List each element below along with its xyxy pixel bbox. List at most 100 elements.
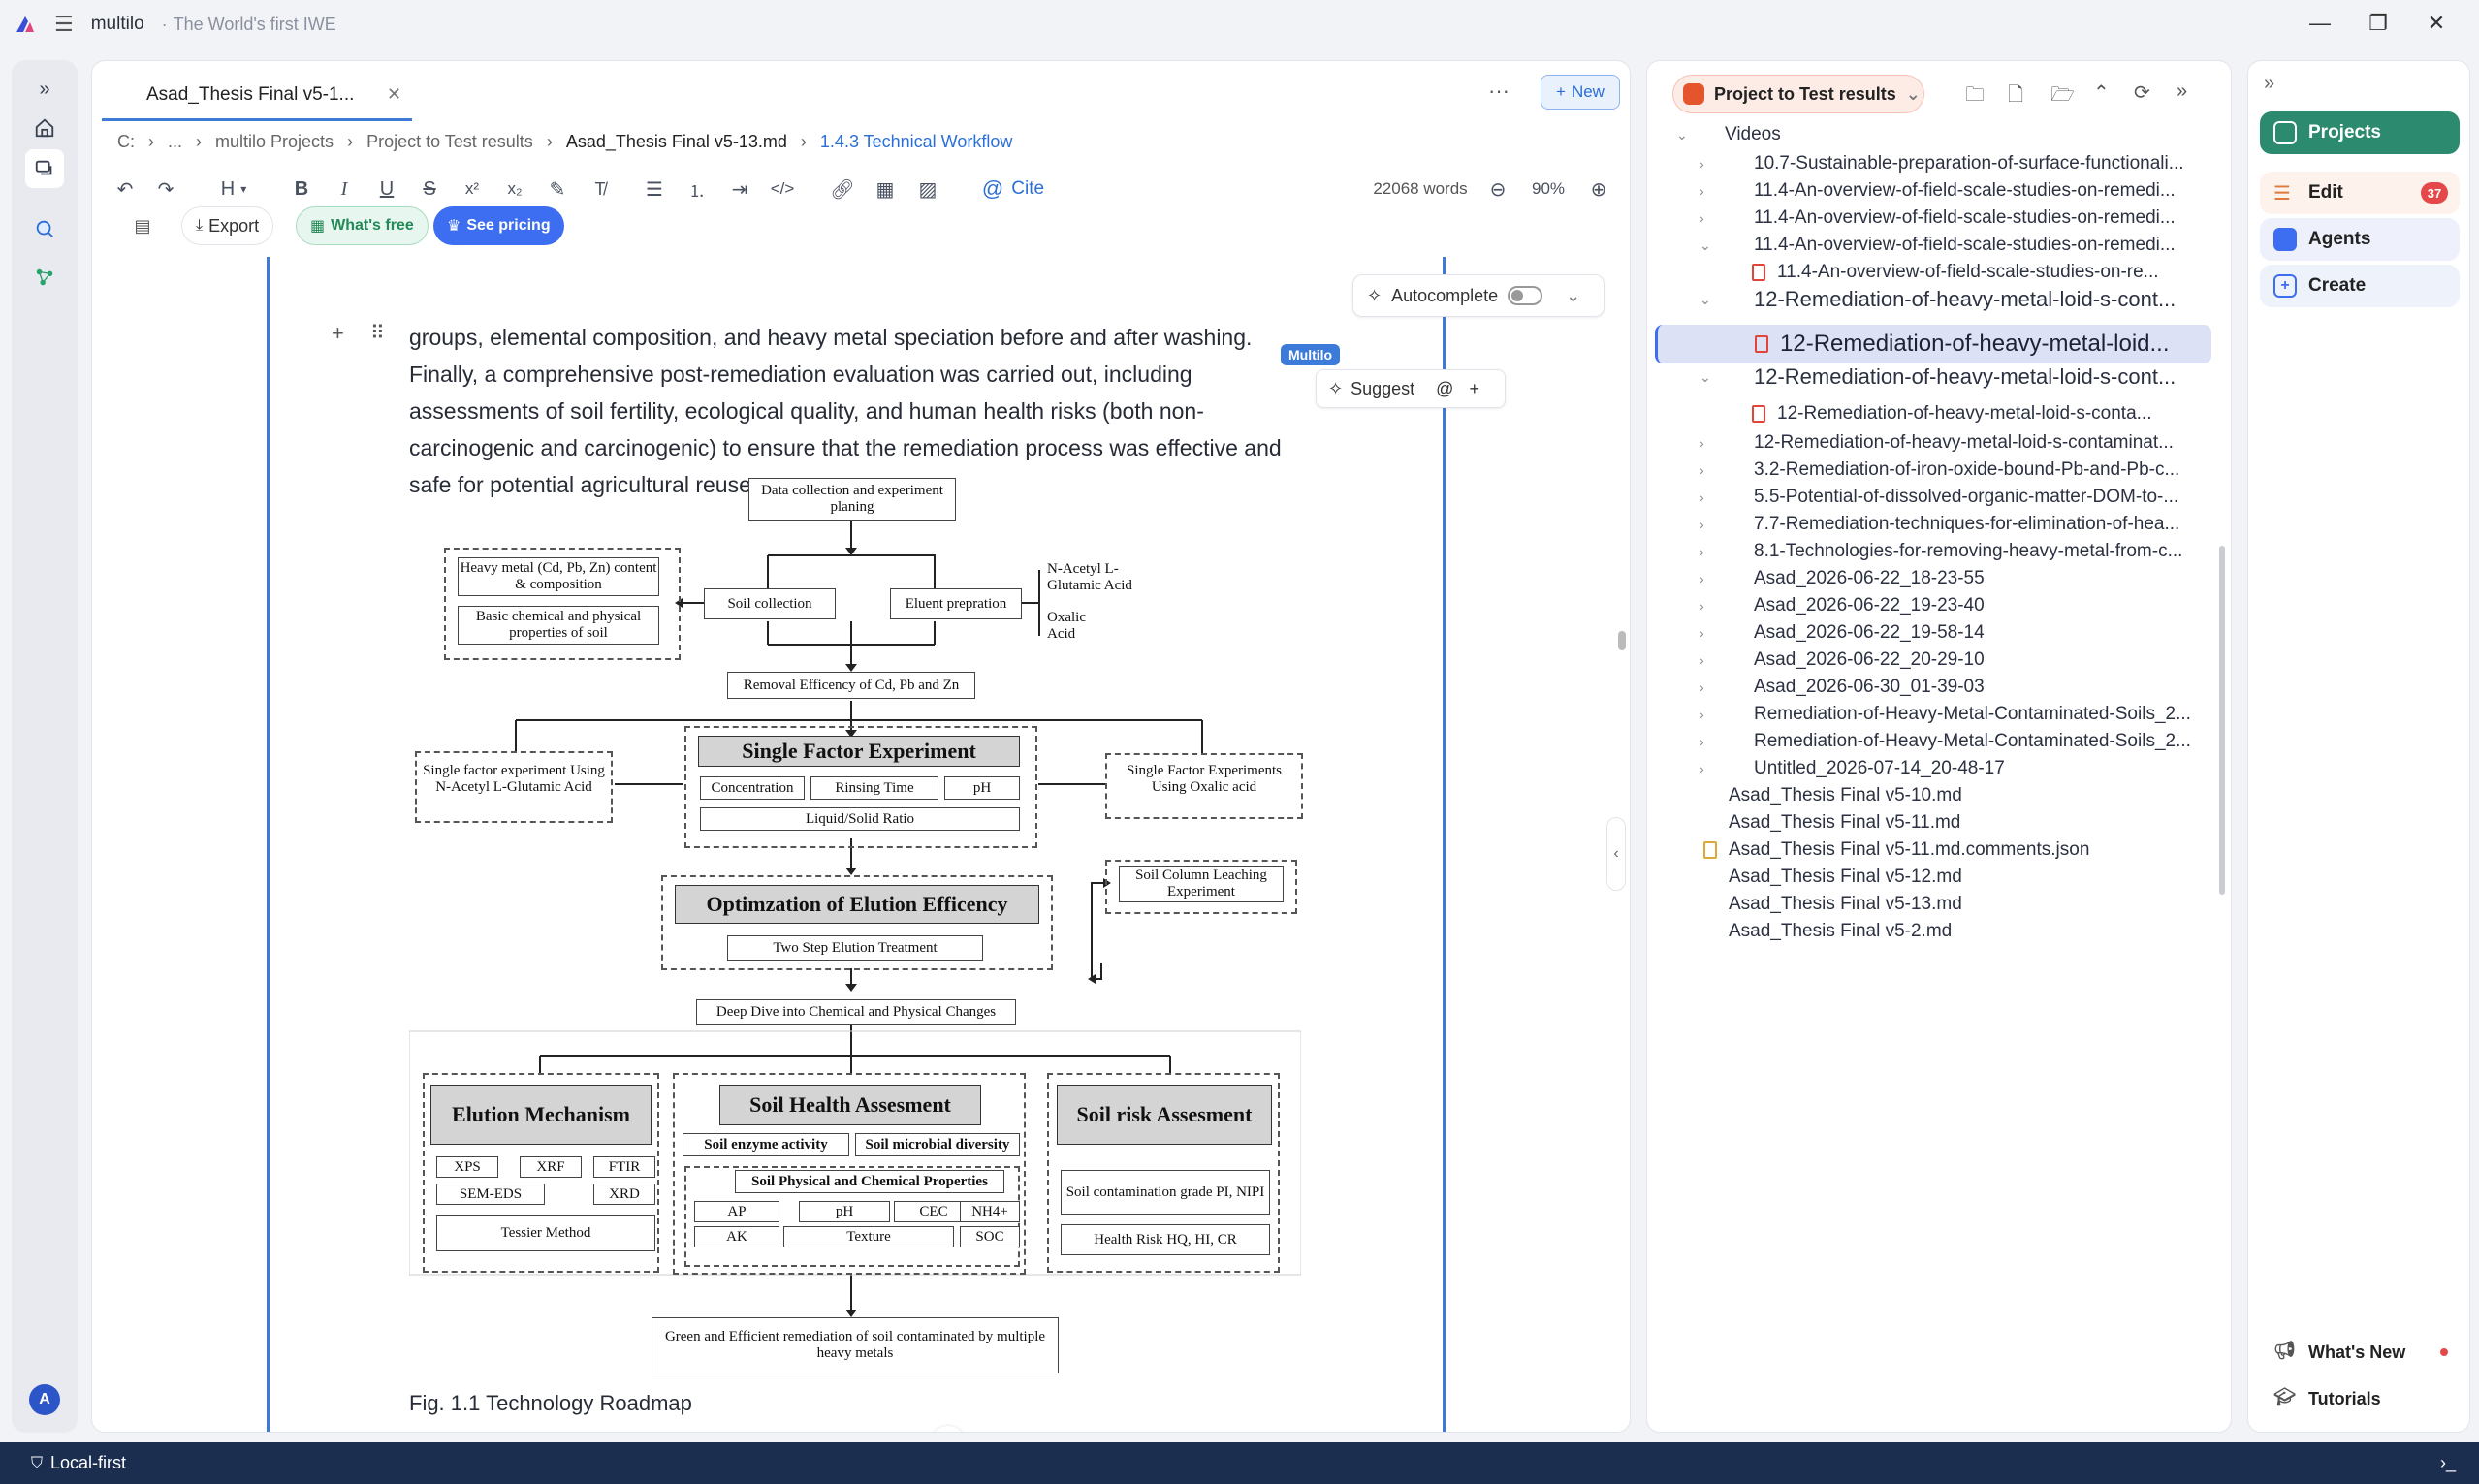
heading-dropdown[interactable]: H▾ [220, 177, 247, 200]
chevron-right-icon[interactable]: › [1700, 517, 1704, 532]
breadcrumb-item[interactable]: C: [117, 131, 135, 151]
project-selector[interactable]: Project to Test results ⌄ [1672, 75, 1924, 113]
tree-file[interactable]: Asad_Thesis Final v5-11.md [1647, 809, 2231, 837]
tree-folder[interactable]: ›8.1-Technologies-for-removing-heavy-met… [1647, 538, 2231, 565]
maximize-button[interactable]: ❐ [2368, 11, 2388, 35]
strikethrough-icon[interactable]: S [423, 177, 436, 200]
more-options-icon[interactable]: ··· [1488, 79, 1510, 103]
new-folder-icon[interactable]: 🗁 [2050, 84, 2075, 106]
mention-icon[interactable]: @ [1436, 378, 1454, 398]
expand-panel-icon[interactable]: » [2177, 80, 2188, 102]
tree-file[interactable]: Asad_Thesis Final v5-13.md [1647, 891, 2231, 918]
expand-rail-icon[interactable]: » [2264, 73, 2275, 94]
breadcrumb-item[interactable]: Asad_Thesis Final v5-13.md [565, 131, 787, 151]
expand-sidebar-icon[interactable]: » [39, 78, 50, 100]
tree-folder[interactable]: ›Remediation-of-Heavy-Metal-Contaminated… [1647, 701, 2231, 728]
close-window-button[interactable]: ✕ [2427, 11, 2446, 35]
new-button[interactable]: +New [1541, 75, 1620, 110]
tree-folder[interactable]: ›Asad_2026-06-22_18-23-55 [1647, 565, 2231, 592]
redo-icon[interactable]: ↷ [157, 178, 175, 201]
document-page[interactable]: + ⠿ groups, elemental composition, and h… [267, 257, 1446, 1432]
tree-file[interactable]: Asad_Thesis Final v5-2.md [1647, 918, 2231, 945]
projects-button[interactable]: Projects [2260, 111, 2460, 154]
tree-folder[interactable]: ›Asad_2026-06-30_01-39-03 [1647, 674, 2231, 701]
suggest-button[interactable]: Suggest [1351, 378, 1415, 398]
see-pricing-button[interactable]: ♛See pricing [433, 206, 564, 245]
tree-folder[interactable]: ›11.4-An-overview-of-field-scale-studies… [1647, 177, 2231, 205]
chevron-down-icon[interactable]: ⌄ [1700, 291, 1711, 307]
zoom-out-icon[interactable]: ⊖ [1489, 178, 1507, 201]
underline-icon[interactable]: U [379, 177, 395, 200]
tree-folder[interactable]: ›5.5-Potential-of-dissolved-organic-matt… [1647, 484, 2231, 511]
bold-icon[interactable]: B [294, 177, 309, 200]
add-icon[interactable]: + [1469, 378, 1479, 398]
breadcrumb-section[interactable]: 1.4.3 Technical Workflow [819, 131, 1013, 151]
body-paragraph[interactable]: groups, elemental composition, and heavy… [409, 325, 1282, 497]
cite-button[interactable]: @Cite [981, 176, 1045, 201]
home-icon[interactable] [25, 109, 64, 147]
tree-file-pdf[interactable]: 12-Remediation-of-heavy-metal-loid-s-con… [1647, 400, 2231, 427]
chevron-down-icon[interactable]: ⌄ [1566, 285, 1581, 305]
agents-button[interactable]: Agents [2260, 218, 2460, 261]
tree-file[interactable]: Asad_Thesis Final v5-10.md [1647, 782, 2231, 809]
tree-folder[interactable]: ⌄12-Remediation-of-heavy-metal-loid-s-co… [1647, 363, 2231, 391]
comment-icon[interactable]: ▤ [134, 215, 151, 236]
tree-folder[interactable]: ›Asad_2026-06-22_20-29-10 [1647, 647, 2231, 674]
chevron-right-icon[interactable]: › [1700, 679, 1704, 695]
chat-icon[interactable] [25, 149, 64, 188]
chevron-right-icon[interactable]: › [1700, 183, 1704, 199]
open-folder-icon[interactable]: 🗀 [1965, 84, 1985, 106]
chevron-down-icon[interactable]: ⌄ [1700, 368, 1711, 385]
export-button[interactable]: ⤓Export [181, 206, 274, 245]
tree-folder[interactable]: ›Remediation-of-Heavy-Metal-Contaminated… [1647, 728, 2231, 755]
tree-folder[interactable]: ›12-Remediation-of-heavy-metal-loid-s-co… [1647, 429, 2231, 457]
autocomplete-toggle[interactable]: ✧ Autocomplete ⌄ [1352, 274, 1605, 317]
drag-handle-icon[interactable]: ⠿ [370, 323, 385, 344]
chevron-right-icon[interactable]: › [1700, 734, 1704, 749]
edit-button[interactable]: ☰ Edit 37 [2260, 172, 2460, 214]
collapse-up-icon[interactable]: ⌃ [2093, 82, 2110, 104]
italic-icon[interactable]: I [340, 177, 348, 200]
new-file-icon[interactable]: 🗋 [2008, 84, 2024, 106]
whats-free-button[interactable]: ▦What's free [296, 206, 429, 245]
tree-folder[interactable]: ›Asad_2026-06-22_19-58-14 [1647, 619, 2231, 647]
breadcrumb-item[interactable]: Project to Test results [366, 131, 533, 151]
toggle-switch[interactable] [1508, 286, 1543, 305]
chevron-right-icon[interactable]: › [1700, 625, 1704, 641]
whats-new-button[interactable]: 📢︎ What's New [2260, 1331, 2460, 1373]
superscript-icon[interactable]: x² [464, 179, 480, 198]
highlight-icon[interactable]: ✎ [549, 178, 566, 201]
tree-file[interactable]: Asad_Thesis Final v5-12.md [1647, 864, 2231, 891]
tab-document[interactable]: Asad_Thesis Final v5-1... ✕ [102, 71, 412, 121]
numbered-list-icon[interactable]: ⒈ [688, 181, 706, 201]
close-tab-icon[interactable]: ✕ [387, 84, 402, 104]
chevron-right-icon[interactable]: › [1700, 210, 1704, 226]
breadcrumb-item[interactable]: ... [168, 131, 183, 151]
undo-icon[interactable]: ↶ [116, 178, 134, 201]
chevron-right-icon[interactable]: › [1700, 544, 1704, 559]
chevron-right-icon[interactable]: › [1700, 571, 1704, 586]
clear-format-icon[interactable]: T̸ [594, 178, 606, 199]
tree-folder[interactable]: ›Untitled_2026-07-14_20-48-17 [1647, 755, 2231, 782]
chevron-right-icon[interactable]: › [1700, 598, 1704, 614]
add-block-icon[interactable]: + [332, 321, 344, 345]
graph-icon[interactable] [25, 258, 64, 297]
tree-folder[interactable]: ›10.7-Sustainable-preparation-of-surface… [1647, 150, 2231, 177]
chevron-right-icon[interactable]: › [1700, 489, 1704, 505]
chevron-down-icon[interactable]: ⌄ [1700, 237, 1711, 253]
chevron-right-icon[interactable]: › [1700, 761, 1704, 776]
tree-folder[interactable]: ›Asad_2026-06-22_19-23-40 [1647, 592, 2231, 619]
tree-file-pdf[interactable]: 11.4-An-overview-of-field-scale-studies-… [1647, 259, 2231, 286]
refresh-icon[interactable]: ⟳ [2134, 82, 2150, 104]
indent-icon[interactable]: ⇥ [731, 178, 748, 201]
chevron-right-icon[interactable]: › [1700, 652, 1704, 668]
chevron-right-icon[interactable]: › [1700, 156, 1704, 172]
minimize-button[interactable]: — [2309, 11, 2331, 35]
link-icon[interactable]: 🔗︎ [830, 178, 855, 201]
image-icon[interactable]: ▨ [918, 178, 938, 201]
zoom-level[interactable]: 90% [1531, 179, 1566, 198]
subscript-icon[interactable]: x₂ [507, 179, 523, 198]
tree-folder[interactable]: ›3.2-Remediation-of-iron-oxide-bound-Pb-… [1647, 457, 2231, 484]
chevron-right-icon[interactable]: › [1700, 462, 1704, 478]
breadcrumb-item[interactable]: multilo Projects [215, 131, 334, 151]
